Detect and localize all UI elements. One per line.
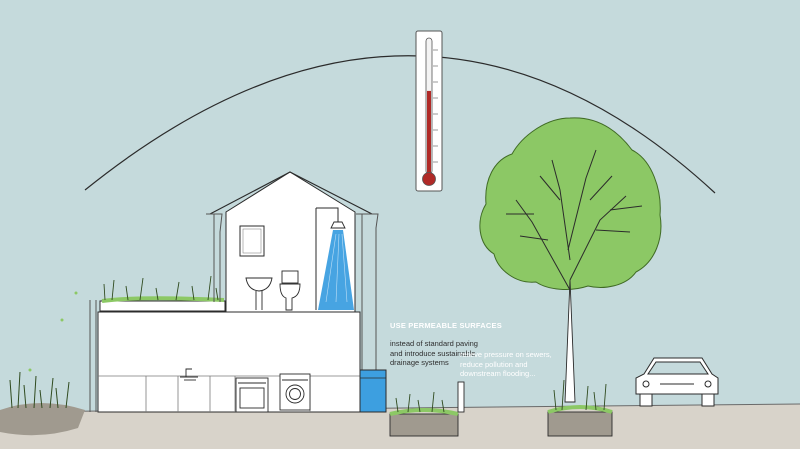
bathroom-fittings [245, 270, 301, 311]
shower-icon [315, 207, 354, 310]
caption-body-line: instead of standard paving [390, 339, 478, 348]
car-icon [635, 357, 719, 407]
caption-body-line: drainage systems [390, 358, 449, 367]
soil-mound-left [0, 291, 85, 436]
green-roof-icon [101, 275, 225, 303]
permeable-planter-icon [389, 391, 459, 437]
caption-body-line: and introduce sustainable [390, 348, 476, 358]
tree-planter [547, 379, 613, 437]
downpipe-right [206, 213, 379, 372]
house-icon [89, 171, 387, 413]
tree-icon [479, 117, 662, 403]
caption-benefit-line: downstream flooding... [460, 369, 536, 378]
washing-machine-icon [279, 373, 311, 411]
heat-dome-arc [84, 55, 716, 194]
bollard [457, 381, 465, 413]
window [239, 225, 265, 257]
caption-heading: USE PERMEABLE SURFACES [390, 321, 540, 331]
thermometer-icon [415, 30, 443, 192]
ground-floor [97, 311, 361, 413]
thermometer-mercury [427, 90, 431, 174]
caption-benefits: relieve pressure on sewers, reduce pollu… [460, 350, 590, 379]
caption-body: instead of standard paving and introduce… [390, 330, 550, 368]
oven-icon [235, 377, 269, 413]
kitchen-sink-icon [180, 368, 198, 381]
caption-heading-text: USE PERMEABLE SURFACES [390, 321, 502, 330]
upper-storey [225, 171, 356, 313]
water-butt-icon [359, 369, 387, 413]
downpipe-left [89, 300, 97, 412]
caption-benefit-line: reduce pollution and [460, 359, 528, 369]
caption-benefit-line: relieve pressure on sewers, [460, 350, 552, 359]
roof-deck [99, 300, 226, 312]
